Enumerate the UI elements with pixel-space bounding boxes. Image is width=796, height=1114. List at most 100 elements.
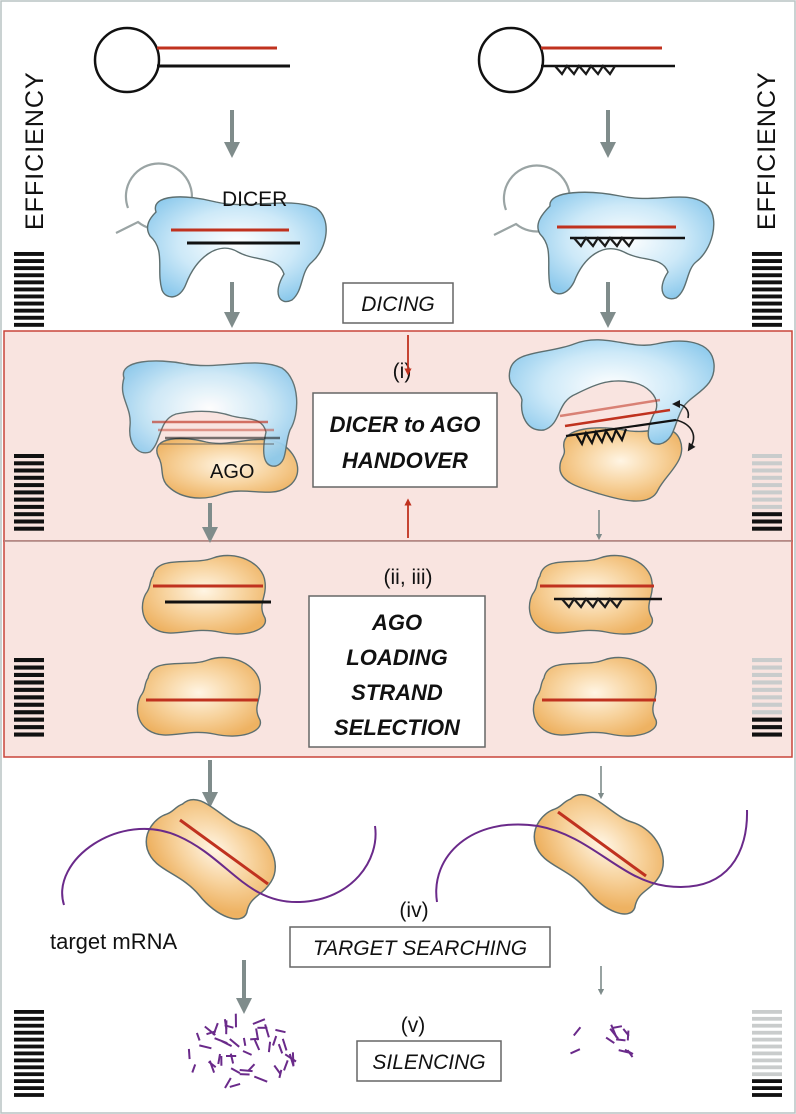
efficiency-bar [752, 308, 782, 313]
efficiency-bar [14, 252, 44, 256]
mrna-fragment [272, 1035, 278, 1046]
efficiency-bar [14, 273, 44, 278]
mrna-fragment [242, 1037, 247, 1046]
efficiency-bar [752, 322, 782, 327]
mrna-fragment [273, 1064, 281, 1075]
efficiency-bar [752, 259, 782, 263]
efficiency-bar [14, 1065, 44, 1070]
efficiency-bar [14, 461, 44, 466]
efficiency-bar [14, 308, 44, 313]
mrna-fragments-left [187, 1013, 297, 1089]
guide-strand-left [179, 818, 269, 886]
efficiency-bar [752, 687, 782, 692]
mrna-fragment [242, 1050, 253, 1056]
efficiency-bar [14, 301, 44, 306]
efficiency-bar [752, 1016, 782, 1021]
mrna-fragment [230, 1067, 241, 1074]
hairpin-left [93, 26, 290, 94]
efficiency-bar [14, 710, 44, 715]
ago-label: AGO [210, 461, 254, 483]
mrna-fragment [283, 1060, 289, 1071]
efficiency-bar [14, 287, 44, 292]
efficiency-bar [752, 695, 782, 700]
mrna-fragment [199, 1044, 212, 1050]
efficiency-bar [752, 497, 782, 502]
mrna-fragment [187, 1048, 191, 1060]
efficiency-bar [752, 710, 782, 715]
mrna-fragment [615, 1038, 626, 1042]
efficiency-bar [14, 322, 44, 327]
efficiency-bar [752, 732, 782, 737]
mrna-right [435, 809, 749, 903]
efficiency-bar [752, 1044, 782, 1049]
mrna-fragment [570, 1048, 581, 1055]
efficiency-bar [14, 687, 44, 692]
dicing-label: DICING [361, 293, 435, 316]
efficiency-bar [14, 280, 44, 285]
loading-line1: AGO [371, 610, 422, 635]
efficiency-bar [752, 252, 782, 256]
mrna-fragment [291, 1052, 295, 1066]
efficiency-bar [752, 1065, 782, 1070]
mrna-fragment [610, 1024, 618, 1038]
guide-strand-right [557, 810, 647, 878]
step-loading: AGO LOADING STRAND SELECTION [308, 595, 486, 748]
efficiency-bar [14, 732, 44, 737]
dicer-ago-complex-left [121, 360, 299, 499]
mrna-fragment [207, 1060, 217, 1068]
efficiency-bar [14, 454, 44, 458]
silencing-box [356, 1040, 502, 1082]
step-loading-number: (ii, iii) [384, 566, 433, 589]
efficiency-bar [752, 1037, 782, 1042]
efficiency-bar [14, 1079, 44, 1083]
mrna-fragment [247, 1063, 256, 1072]
loading-line4: SELECTION [334, 715, 461, 740]
ago-guide-right [532, 656, 658, 737]
mrna-fragment [252, 1018, 266, 1025]
step-target-number: (iv) [399, 899, 428, 922]
mrna-fragment [278, 1069, 283, 1079]
efficiency-bar [14, 658, 44, 663]
efficiency-bar [752, 519, 782, 524]
efficiency-bar [752, 490, 782, 495]
mrna-fragment [618, 1049, 631, 1054]
efficiency-bar [752, 1072, 782, 1077]
mrna-fragment [223, 1019, 228, 1030]
efficiency-bar [752, 483, 782, 488]
ago-duplex-right [528, 554, 662, 635]
mrna-fragments-right [570, 1024, 634, 1058]
efficiency-bar [752, 1058, 782, 1063]
silencing-label: SILENCING [372, 1051, 485, 1074]
efficiency-bar [14, 519, 44, 524]
efficiency-bar [14, 294, 44, 299]
ago-duplex-left [141, 554, 271, 635]
efficiency-label-right: EFFICIENCY [753, 71, 781, 230]
efficiency-bar [14, 1010, 44, 1014]
efficiency-bar [14, 695, 44, 700]
efficiency-bar [752, 526, 782, 531]
efficiency-bar [752, 1079, 782, 1083]
mrna-fragment [275, 1028, 286, 1034]
ago-target-right [521, 773, 679, 923]
ago-guide-left [136, 656, 262, 737]
efficiency-bar [14, 717, 44, 722]
mrna-fragment [612, 1025, 623, 1029]
efficiency-bar [14, 680, 44, 685]
efficiency-bar [14, 1086, 44, 1090]
handover-box [312, 392, 498, 488]
mrna-fragment [264, 1024, 270, 1038]
efficiency-bar [752, 287, 782, 292]
step-silencing: SILENCING [356, 1040, 502, 1082]
mrna-fragment [229, 1053, 235, 1064]
efficiency-bar [14, 468, 44, 473]
efficiency-bar [14, 526, 44, 531]
efficiency-bar [752, 1051, 782, 1056]
mrna-fragment [622, 1028, 630, 1037]
efficiency-bar [14, 1072, 44, 1077]
loading-line2: LOADING [346, 645, 447, 670]
efficiency-bar [14, 1058, 44, 1063]
efficiency-bar [14, 1016, 44, 1021]
efficiency-bar [752, 266, 782, 271]
ago-target-left [133, 778, 291, 928]
